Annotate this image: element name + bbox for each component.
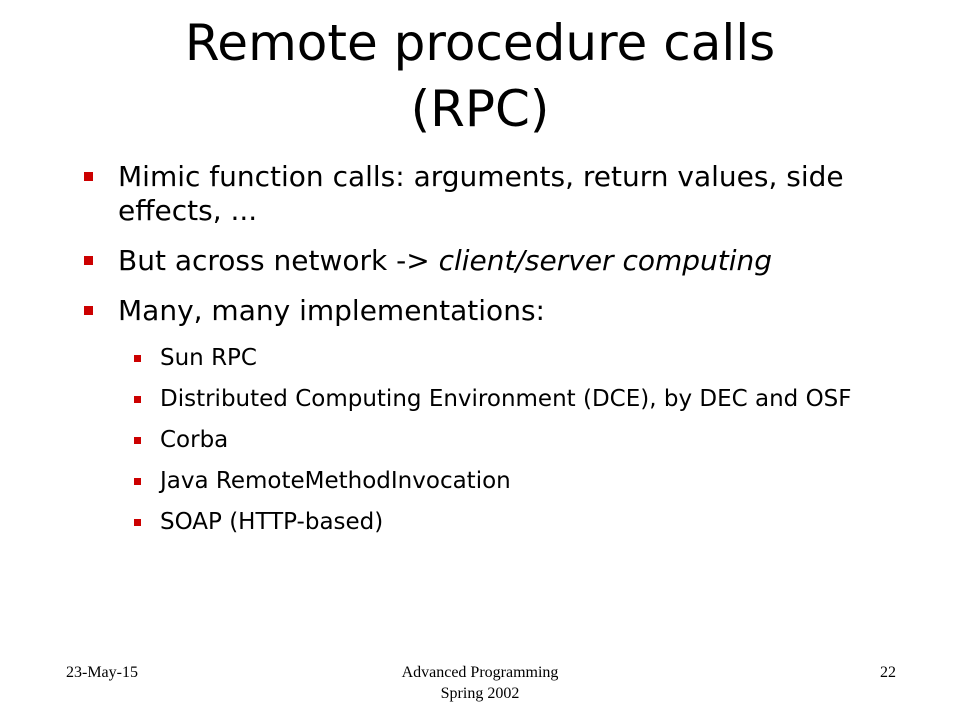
bullet-item: Many, many implementations: xyxy=(84,294,884,328)
slide-title-line1: Remote procedure calls xyxy=(184,14,776,72)
bullet-item: But across network -> client/server comp… xyxy=(84,244,884,278)
footer-course: Advanced Programming Spring 2002 xyxy=(330,662,630,704)
square-bullet-icon xyxy=(84,256,93,265)
square-bullet-icon xyxy=(84,172,93,181)
footer-course-line1: Advanced Programming xyxy=(401,664,559,681)
sub-bullet-item: SOAP (HTTP-based) xyxy=(134,508,884,537)
sub-bullet-text: Corba xyxy=(160,427,229,453)
square-bullet-icon xyxy=(84,306,93,315)
sub-bullet-text: Distributed Computing Environment (DCE),… xyxy=(160,386,852,412)
footer-course-line2: Spring 2002 xyxy=(440,685,520,702)
sub-bullet-item: Java RemoteMethodInvocation xyxy=(134,467,884,496)
footer-page-number: 22 xyxy=(880,664,896,681)
sub-bullet-item: Sun RPC xyxy=(134,344,884,373)
bullet-text: Many, many implementations: xyxy=(118,294,545,327)
bullet-item: Mimic function calls: arguments, return … xyxy=(84,160,884,228)
bullet-list: Mimic function calls: arguments, return … xyxy=(84,160,884,549)
square-bullet-icon xyxy=(134,396,141,403)
bullet-text: Mimic function calls: arguments, return … xyxy=(118,160,844,227)
slide-title: Remote procedure calls (RPC) xyxy=(60,10,900,142)
square-bullet-icon xyxy=(134,478,141,485)
sub-bullet-text: SOAP (HTTP-based) xyxy=(160,509,384,535)
sub-bullet-text: Sun RPC xyxy=(160,345,257,371)
slide-title-line2: (RPC) xyxy=(410,80,550,138)
sub-bullet-item: Corba xyxy=(134,426,884,455)
sub-bullet-text: Java RemoteMethodInvocation xyxy=(160,468,511,494)
square-bullet-icon xyxy=(134,355,141,362)
square-bullet-icon xyxy=(134,437,141,444)
sub-bullet-item: Distributed Computing Environment (DCE),… xyxy=(134,385,884,414)
bullet-text: But across network -> xyxy=(118,244,439,277)
square-bullet-icon xyxy=(134,519,141,526)
footer-date: 23-May-15 xyxy=(66,664,138,681)
bullet-text-italic: client/server computing xyxy=(438,244,773,277)
